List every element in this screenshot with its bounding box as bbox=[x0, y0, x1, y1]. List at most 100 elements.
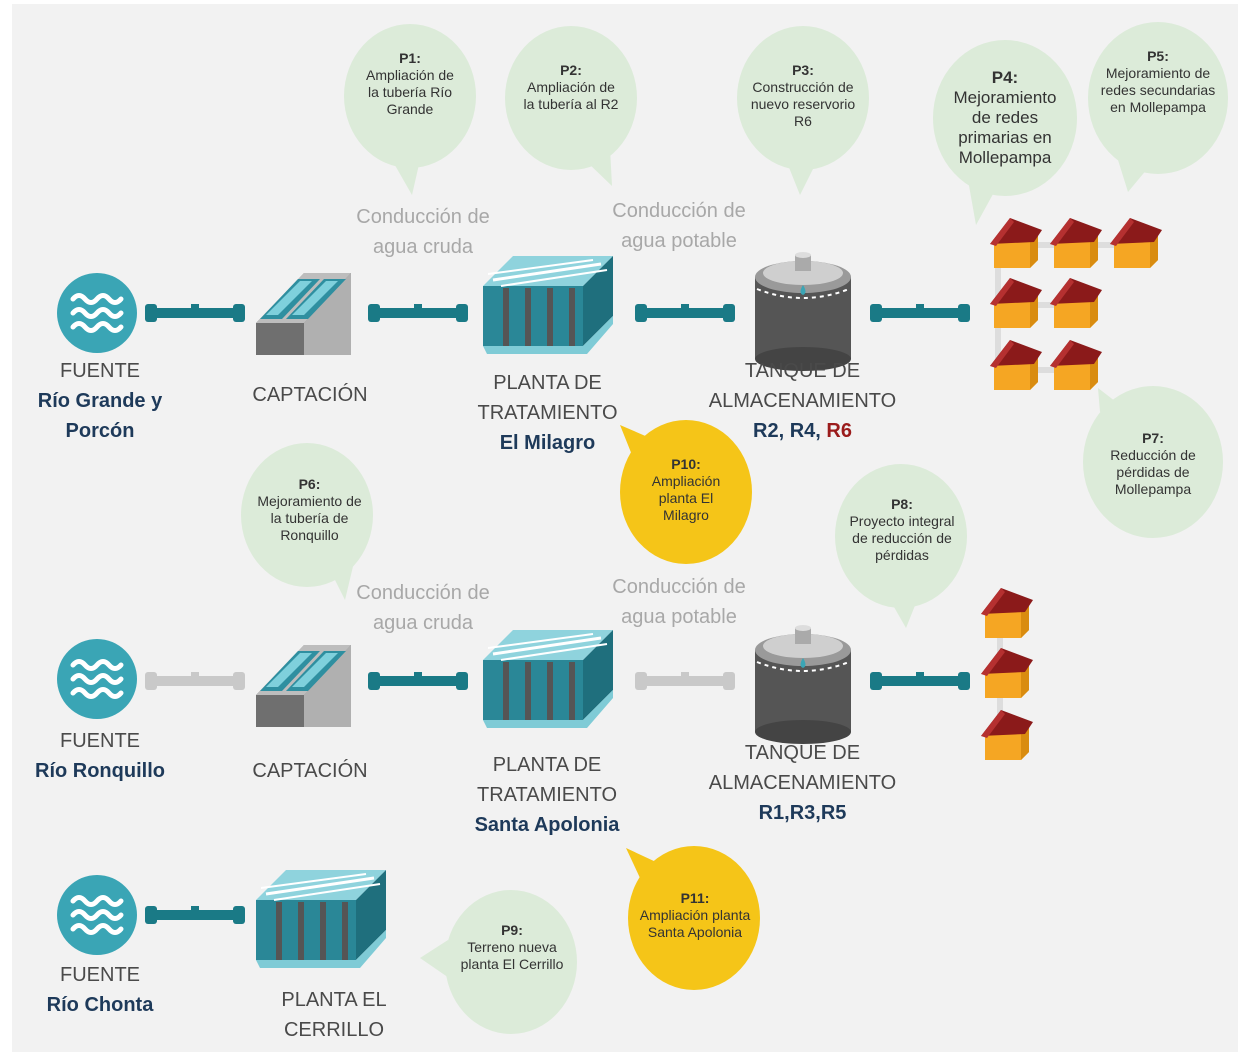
project-id: P5: bbox=[1147, 48, 1169, 64]
row1-source-label: FUENTE Río Grande y Porcón bbox=[30, 356, 170, 446]
row2-treatment-plant-icon bbox=[481, 628, 615, 730]
row2-source-caption: FUENTE bbox=[60, 730, 140, 752]
project-text: Mejoramiento de la tubería de Ronquillo bbox=[257, 493, 362, 543]
house-icon bbox=[981, 588, 1033, 638]
bubble-p9 bbox=[420, 890, 577, 1034]
project-text: Ampliación de la tubería Río Grande bbox=[366, 67, 454, 117]
house-icon bbox=[981, 648, 1033, 698]
bubble-p9-text: P9: Terreno nueva planta El Cerrillo bbox=[453, 922, 571, 973]
bubble-p11 bbox=[626, 846, 760, 990]
row1-treatment-plant-icon bbox=[481, 254, 615, 356]
bubble-p5 bbox=[1088, 22, 1228, 192]
row1-intake-structure-icon bbox=[256, 273, 351, 355]
row2-intake-caption: CAPTACIÓN bbox=[252, 760, 368, 782]
project-text: Reducción de pérdidas de Mollepampa bbox=[1110, 447, 1196, 497]
bubble-p4 bbox=[933, 40, 1077, 225]
bubble-p3 bbox=[737, 26, 869, 195]
row1-pipe-raw-water bbox=[368, 304, 468, 322]
house-icon bbox=[1110, 218, 1162, 268]
row1-storage-tank-icon bbox=[754, 251, 852, 372]
house-icon bbox=[981, 710, 1033, 760]
row2-tank-names: R1,R3,R5 bbox=[758, 802, 847, 824]
row1-tank-existing-names: R2, R4, bbox=[753, 420, 821, 442]
bubble-p2-text: P2: Ampliación de la tubería al R2 bbox=[521, 62, 621, 113]
row2-intake-structure-icon bbox=[256, 645, 351, 727]
project-text: Ampliación planta El Milagro bbox=[651, 473, 721, 523]
row2-pipe-to-network bbox=[870, 672, 970, 690]
project-id: P3: bbox=[792, 62, 814, 78]
row3-pipe-source-plant bbox=[145, 906, 245, 924]
row1-source-name: Río Grande y Porcón bbox=[37, 390, 163, 442]
bubble-p1-text: P1: Ampliación de la tubería Río Grande bbox=[360, 50, 460, 118]
row1-tank-new-name: R6 bbox=[826, 420, 852, 442]
row2-pipe-raw-water bbox=[368, 672, 468, 690]
house-icon bbox=[990, 218, 1042, 268]
bubble-p1 bbox=[344, 24, 476, 195]
project-text: Ampliación de la tubería al R2 bbox=[523, 79, 619, 112]
row2-source-name: Río Ronquillo bbox=[35, 760, 165, 782]
project-id: P1: bbox=[399, 50, 421, 66]
house-icon bbox=[1050, 278, 1102, 328]
row1-plant-name: El Milagro bbox=[499, 432, 596, 454]
row1-plant-caption: PLANTA DE TRATAMIENTO bbox=[477, 372, 618, 424]
project-text: Construcción de nuevo reservorio R6 bbox=[750, 79, 856, 129]
row1-tank-caption: TANQUE DE ALMACENAMIENTO bbox=[708, 360, 897, 412]
bubble-p7 bbox=[1083, 386, 1223, 538]
row1-raw-water-label: Conducción de agua cruda bbox=[356, 206, 490, 258]
bubble-p10-text: P10: Ampliación planta El Milagro bbox=[641, 456, 731, 524]
bubble-p4-text: P4: Mejoramiento de redes primarias en M… bbox=[945, 68, 1065, 168]
project-text: Mejoramiento de redes primarias en Molle… bbox=[953, 88, 1057, 167]
row1-pipe-source-intake bbox=[145, 304, 245, 322]
row2-raw-water-label: Conducción de agua cruda bbox=[356, 582, 490, 634]
row2-source-label: FUENTE Río Ronquillo bbox=[20, 726, 180, 786]
row3-plant-label: PLANTA EL CERRILLO bbox=[264, 985, 404, 1045]
row3-source-caption: FUENTE bbox=[60, 964, 140, 986]
project-id: P4: bbox=[991, 68, 1019, 87]
project-id: P8: bbox=[891, 496, 913, 512]
bubble-p7-text: P7: Reducción de pérdidas de Mollepampa bbox=[1103, 430, 1203, 498]
bubble-p3-text: P3: Construcción de nuevo reservorio R6 bbox=[743, 62, 863, 130]
bubble-p10 bbox=[620, 420, 752, 564]
row1-intake-label: CAPTACIÓN bbox=[240, 380, 380, 410]
project-text: Proyecto integral de reducción de pérdid… bbox=[849, 513, 955, 563]
row3-source-water-icon bbox=[57, 875, 137, 955]
row2-tank-caption: TANQUE DE ALMACENAMIENTO bbox=[708, 742, 897, 794]
project-id: P6: bbox=[298, 476, 321, 492]
project-id: P10: bbox=[671, 456, 701, 472]
project-id: P7: bbox=[1142, 430, 1164, 446]
row2-source-water-icon bbox=[57, 639, 137, 719]
project-id: P2: bbox=[560, 62, 582, 78]
row2-storage-tank-icon bbox=[754, 624, 852, 745]
bubble-p8-text: P8: Proyecto integral de reducción de pé… bbox=[841, 496, 963, 564]
project-text: Ampliación planta Santa Apolonia bbox=[639, 907, 751, 940]
row1-pipe-potable-water bbox=[635, 304, 735, 322]
row1-intake-caption: CAPTACIÓN bbox=[252, 384, 368, 406]
row2-potable-water-label: Conducción de agua potable bbox=[612, 576, 746, 628]
row1-source-water-icon bbox=[57, 273, 137, 353]
bubble-p6-text: P6: Mejoramiento de la tubería de Ronqui… bbox=[252, 476, 367, 544]
row1-plant-label: PLANTA DE TRATAMIENTO El Milagro bbox=[470, 368, 625, 458]
bubble-p5-text: P5: Mejoramiento de redes secundarias en… bbox=[1098, 48, 1218, 116]
project-id: P11: bbox=[680, 890, 710, 906]
house-icon bbox=[1050, 340, 1102, 390]
row1-potable-water-label: Conducción de agua potable bbox=[612, 200, 746, 252]
project-text: Mejoramiento de redes secundarias en Mol… bbox=[1100, 65, 1216, 115]
row3-source-label: FUENTE Río Chonta bbox=[30, 960, 170, 1020]
row2-pipe-source-intake bbox=[145, 672, 245, 690]
project-id: P9: bbox=[501, 922, 523, 938]
bubble-p11-text: P11: Ampliación planta Santa Apolonia bbox=[634, 890, 756, 941]
row1-tank-label: TANQUE DE ALMACENAMIENTO R2, R4, R6 bbox=[700, 356, 905, 446]
bubble-p2 bbox=[505, 26, 637, 186]
house-icon bbox=[1050, 218, 1102, 268]
bubble-p6 bbox=[241, 443, 373, 600]
row1-source-caption: FUENTE bbox=[60, 360, 140, 382]
row2-plant-label: PLANTA DE TRATAMIENTO Santa Apolonia bbox=[462, 750, 632, 840]
row2-plant-caption: PLANTA DE TRATAMIENTO bbox=[477, 754, 617, 806]
bubble-p8 bbox=[835, 464, 967, 628]
row3-plant-caption: PLANTA EL CERRILLO bbox=[281, 989, 387, 1041]
row1-pipe-to-network bbox=[870, 304, 970, 322]
project-text: Terreno nueva planta El Cerrillo bbox=[460, 939, 564, 972]
row2-pipe-potable-water bbox=[635, 672, 735, 690]
